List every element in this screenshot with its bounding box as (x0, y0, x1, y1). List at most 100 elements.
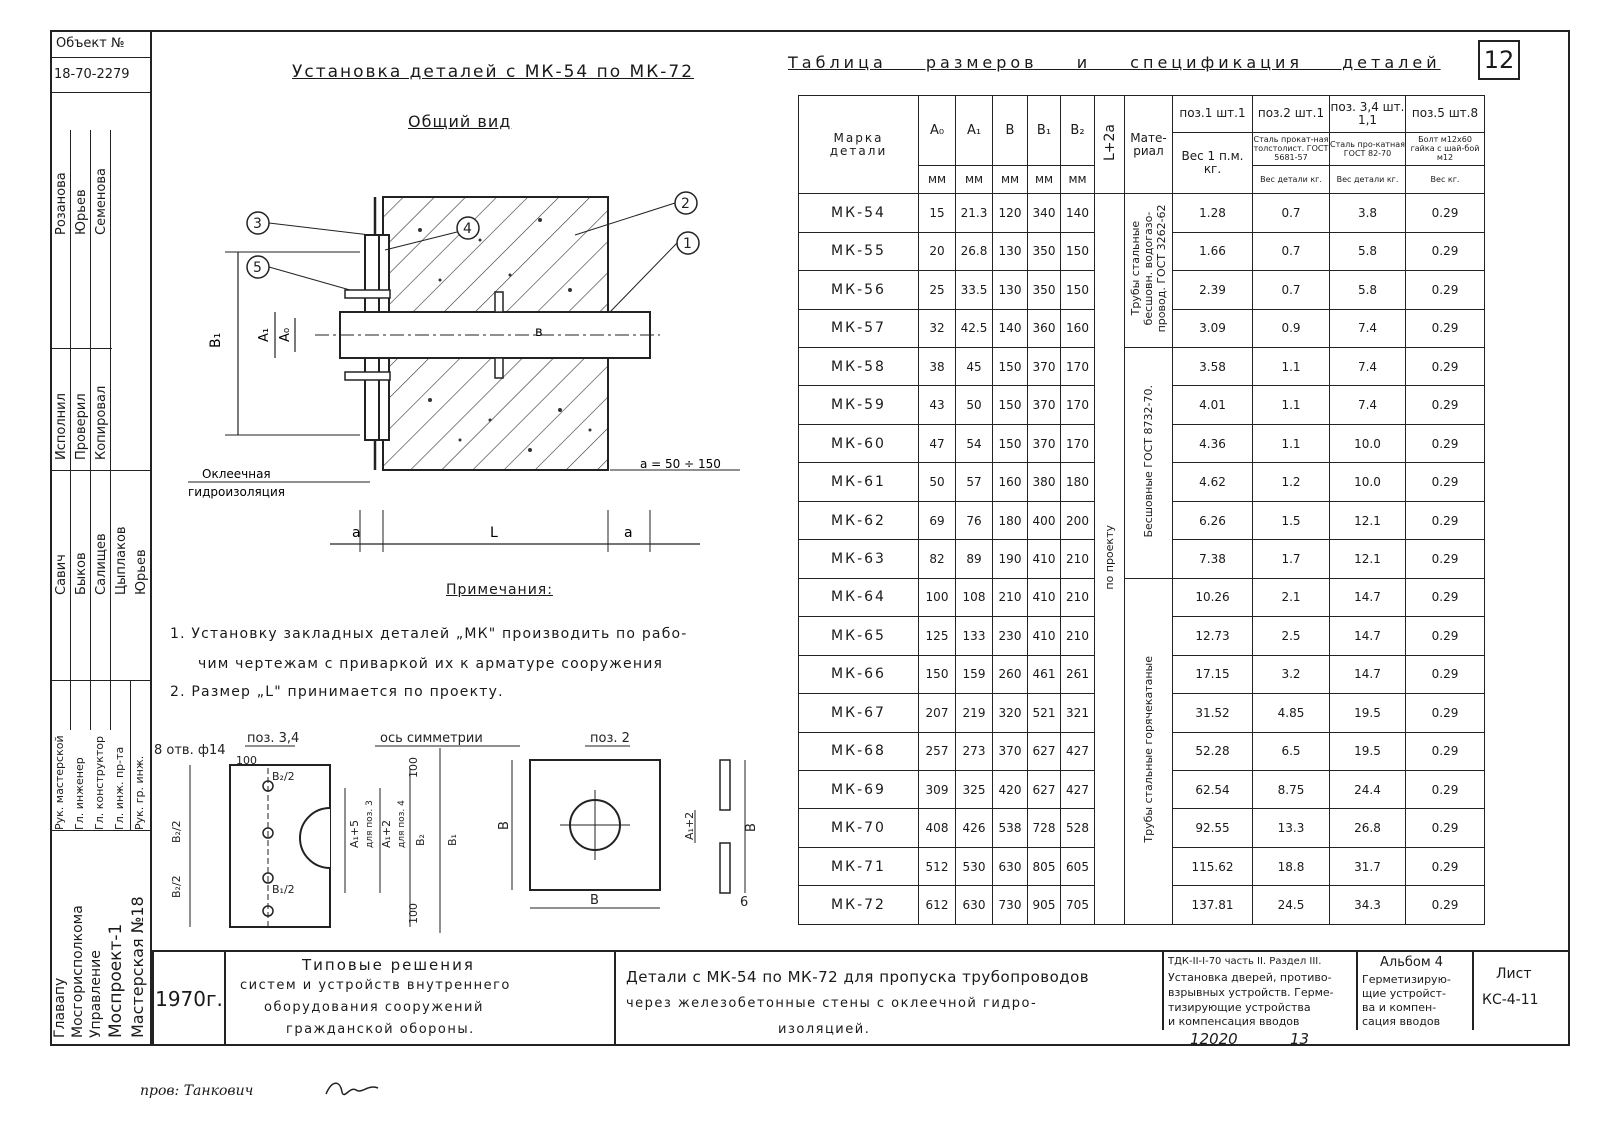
cell-w2: 8.75 (1252, 769, 1330, 810)
callout-4: 4 (463, 221, 472, 237)
cell-a0: 408 (918, 808, 956, 848)
cell-w34: 14.7 (1329, 654, 1406, 695)
notes-title: Примечания: (446, 582, 553, 598)
th-pos1: поз.1 шт.1 (1172, 95, 1253, 133)
material-text: Трубы стальные бесшовн. водогазо-провод.… (1129, 204, 1168, 333)
cell-b2: 140 (1060, 193, 1095, 233)
cell-w34: 12.1 (1329, 500, 1406, 541)
cell-b2: 160 (1060, 308, 1095, 349)
cell-w1: 115.62 (1172, 846, 1253, 887)
cell-w34: 31.7 (1329, 846, 1406, 887)
cell-w5: 0.29 (1405, 846, 1485, 887)
dim-100-right: 100 (407, 757, 420, 778)
cell-b1: 410 (1027, 577, 1061, 618)
cell-a0: 69 (918, 500, 956, 541)
object-label: Объект № (56, 36, 125, 51)
cell-w34: 34.3 (1329, 885, 1406, 925)
ref-line-3: взрывных устройств. Герме- (1168, 986, 1334, 999)
name-rozanova: Розанова (54, 172, 69, 235)
role-gl-konstr: Гл. конструктор (93, 735, 106, 830)
cell-w5: 0.29 (1405, 308, 1485, 349)
role-ruk-mast: Рук. мастерской (53, 735, 66, 830)
cell-w2: 3.2 (1252, 654, 1330, 695)
material-text: Трубы стальные горячекатаные (1142, 656, 1155, 843)
role-proveril: Проверил (74, 393, 89, 460)
cell-mark: МК-71 (798, 846, 919, 887)
th-pos5: поз.5 шт.8 (1405, 95, 1485, 133)
cell-a0: 38 (918, 347, 956, 387)
cell-a1: 42.5 (955, 308, 993, 349)
series-line-3: оборудования сооружений (264, 1000, 484, 1015)
th-unit-b: мм (992, 164, 1028, 195)
cell-b2: 427 (1060, 769, 1095, 810)
cell-w5: 0.29 (1405, 693, 1485, 733)
cell-b2: 210 (1060, 539, 1095, 579)
cell-w34: 5.8 (1329, 270, 1406, 310)
cell-a0: 50 (918, 462, 956, 502)
insulation-label-1: Оклеечная (202, 467, 271, 481)
album-line-3: щие устройст- (1362, 987, 1447, 1000)
cell-b: 150 (992, 385, 1028, 425)
album-line-4: ва и компен- (1362, 1001, 1437, 1014)
th-unit-b1: мм (1027, 164, 1061, 195)
org-upravlenie: Управление (88, 950, 104, 1038)
cell-w34: 12.1 (1329, 539, 1406, 579)
callout-5: 5 (253, 260, 262, 276)
cell-b: 130 (992, 231, 1028, 272)
cell-b1: 627 (1027, 769, 1061, 810)
cell-b: 120 (992, 193, 1028, 233)
album-line-5: сация вводов (1362, 1015, 1441, 1028)
dim-b1: В₁ (208, 333, 224, 348)
dim-100: 100 (236, 754, 257, 767)
cell-mark: МК-67 (798, 693, 919, 733)
dim-b1-half: В₁/2 (272, 883, 295, 896)
cell-b2: 528 (1060, 808, 1095, 848)
cell-w5: 0.29 (1405, 539, 1485, 579)
th-b2: В₂ (1060, 95, 1095, 166)
th-pos34-weight: Вес детали кг. (1329, 164, 1406, 195)
stamp-series: Типовые решения систем и устройств внутр… (224, 950, 614, 1046)
cell-w2: 13.3 (1252, 808, 1330, 848)
callout-2: 2 (681, 196, 690, 212)
cell-a1: 57 (955, 462, 993, 502)
cell-w1: 1.28 (1172, 193, 1253, 233)
title-line-3: изоляцией. (778, 1022, 871, 1037)
cell-mark: МК-72 (798, 885, 919, 925)
cell-w5: 0.29 (1405, 577, 1485, 618)
dim-six: 6 (740, 895, 748, 910)
cell-a1: 33.5 (955, 270, 993, 310)
role-ruk-gr: Рук. гр. инж. (133, 755, 146, 830)
cell-w5: 0.29 (1405, 270, 1485, 310)
pos34-label: поз. 3,4 (247, 731, 299, 746)
cell-material: Бесшовные ГОСТ 8732-70. (1124, 347, 1173, 579)
pos2-label: поз. 2 (590, 731, 630, 746)
cell-mark: МК-54 (798, 193, 919, 233)
cell-b: 140 (992, 308, 1028, 349)
cell-w1: 7.38 (1172, 539, 1253, 579)
cell-a1: 219 (955, 693, 993, 733)
cell-w1: 2.39 (1172, 270, 1253, 310)
name-yuriev-2: Юрьев (134, 549, 149, 595)
stamp-year: 1970г. (152, 950, 224, 1046)
dim-a0: А₀ (278, 328, 293, 342)
name-savich: Савич (54, 554, 69, 595)
cell-a1: 325 (955, 769, 993, 810)
cell-a1: 76 (955, 500, 993, 541)
th-pos34-material: Сталь про-катная ГОСТ 82-70 (1329, 131, 1406, 166)
cell-mark: МК-57 (798, 308, 919, 349)
cell-b1: 340 (1027, 193, 1061, 233)
cell-w5: 0.29 (1405, 193, 1485, 233)
cell-b: 160 (992, 462, 1028, 502)
cell-w34: 7.4 (1329, 385, 1406, 425)
cell-material: Трубы стальные горячекатаные (1124, 577, 1173, 926)
th-unit-b2: мм (1060, 164, 1095, 195)
